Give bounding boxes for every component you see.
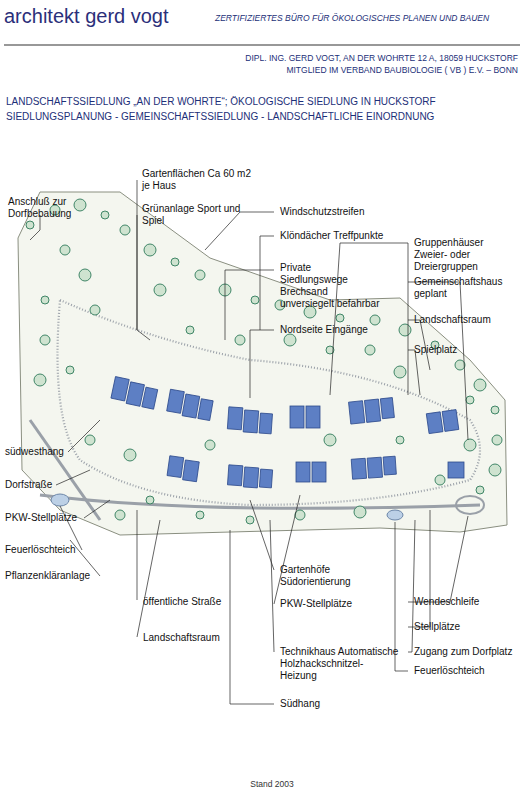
tree bbox=[246, 516, 254, 524]
tree bbox=[66, 366, 74, 374]
tree bbox=[60, 245, 70, 255]
tree bbox=[491, 406, 499, 414]
callout: Gruppenhäuser Zweier- oder Dreiergruppen bbox=[414, 237, 519, 273]
tree bbox=[235, 335, 245, 345]
tree bbox=[124, 449, 136, 461]
tree bbox=[474, 379, 486, 391]
callout: Feuerlöschteich bbox=[5, 544, 85, 556]
tree bbox=[399, 324, 411, 336]
tree bbox=[196, 511, 204, 519]
callout: Spielplatz bbox=[414, 344, 519, 356]
settlement-path bbox=[58, 300, 481, 505]
tree bbox=[79, 269, 91, 281]
tree bbox=[205, 440, 215, 450]
tree bbox=[146, 496, 154, 504]
tree bbox=[354, 506, 366, 518]
callout: PKW-Stellplätze bbox=[280, 598, 390, 610]
turning-loop bbox=[456, 496, 484, 514]
callout: Zugang zum Dorfplatz bbox=[414, 646, 519, 658]
callout: Anschluß zur Dorfbebauung bbox=[8, 196, 78, 220]
tree bbox=[455, 360, 465, 370]
tree bbox=[295, 510, 305, 520]
callout: Südhang bbox=[280, 698, 380, 710]
village-street bbox=[30, 420, 100, 520]
tree bbox=[40, 335, 50, 345]
callout: Klöndächer Treffpunkte bbox=[280, 230, 390, 242]
tree bbox=[144, 244, 156, 256]
tree bbox=[26, 221, 34, 229]
callout: Gartenflächen Ca 60 m2 je Haus bbox=[142, 168, 252, 192]
callout: Technikhaus Automatische Holzhackschnitz… bbox=[280, 646, 400, 682]
tree bbox=[34, 374, 46, 386]
tree bbox=[476, 486, 484, 494]
tree bbox=[464, 439, 476, 451]
tree bbox=[466, 396, 474, 404]
address: DIPL. ING. GERD VOGT, AN DER WOHRTE 12 A… bbox=[180, 52, 518, 64]
callout: Pflanzenkläranlage bbox=[5, 570, 105, 582]
tree bbox=[251, 296, 259, 304]
tree bbox=[171, 258, 179, 266]
tree bbox=[186, 326, 194, 334]
callout: Private Siedlungswege Brechsand unversie… bbox=[280, 262, 380, 310]
tree bbox=[115, 510, 125, 520]
callout: Windschutzstreifen bbox=[280, 206, 400, 218]
callout: öffentliche Straße bbox=[143, 596, 233, 608]
tree bbox=[492, 435, 502, 445]
callout: PKW-Stellplätze bbox=[5, 512, 85, 524]
callout: Landschaftsraum bbox=[143, 632, 243, 644]
tree bbox=[85, 435, 95, 445]
title: LANDSCHAFTSSIEDLUNG „AN DER WOHRTE“; ÖKO… bbox=[6, 96, 518, 108]
tree bbox=[489, 464, 501, 476]
tree bbox=[101, 211, 109, 219]
road bbox=[40, 495, 480, 508]
tree bbox=[154, 284, 166, 296]
tree bbox=[74, 199, 86, 211]
fire-pond bbox=[387, 510, 403, 520]
callout: Dorfstraße bbox=[5, 479, 75, 491]
tree bbox=[195, 270, 205, 280]
date-note: Stand 2003 bbox=[232, 778, 312, 790]
office-tagline: ZERTIFIZIERTES BÜRO FÜR ÖKOLOGISCHES PLA… bbox=[215, 12, 520, 24]
tree bbox=[284, 334, 296, 346]
callout: Landschaftsraum bbox=[414, 314, 519, 326]
tree bbox=[365, 345, 375, 355]
callout: Nordseite Eingänge bbox=[280, 324, 380, 336]
tree bbox=[41, 296, 49, 304]
office-name: architekt gerd vogt bbox=[4, 4, 204, 28]
callout: Grünanlage Sport und Spiel bbox=[142, 203, 252, 227]
callout: Gemeinschaftshaus geplant bbox=[414, 276, 519, 300]
callout: Stellplätze bbox=[414, 621, 519, 633]
leader-lines bbox=[30, 180, 468, 704]
callout: Feuerlöschteich bbox=[414, 665, 519, 677]
tree bbox=[370, 315, 380, 325]
tree bbox=[90, 305, 100, 315]
callout: südwesthang bbox=[5, 446, 75, 458]
fire-pond bbox=[51, 494, 69, 506]
callout: Wendeschleife bbox=[414, 596, 519, 608]
callout: Gartenhöfe Südorientierung bbox=[280, 564, 390, 588]
tree bbox=[396, 436, 404, 444]
tree bbox=[394, 366, 406, 378]
house-groups bbox=[111, 377, 464, 489]
tree bbox=[435, 475, 445, 485]
tree bbox=[324, 434, 336, 446]
membership: MITGLIED IM VERBAND BAUBIOLOGIE ( VB ) E… bbox=[180, 64, 518, 76]
tree bbox=[336, 314, 344, 322]
tree bbox=[120, 225, 130, 235]
subtitle: SIEDLUNGSPLANUNG - GEMEINSCHAFTSSIEDLUNG… bbox=[6, 111, 518, 123]
header-rule bbox=[4, 44, 520, 45]
